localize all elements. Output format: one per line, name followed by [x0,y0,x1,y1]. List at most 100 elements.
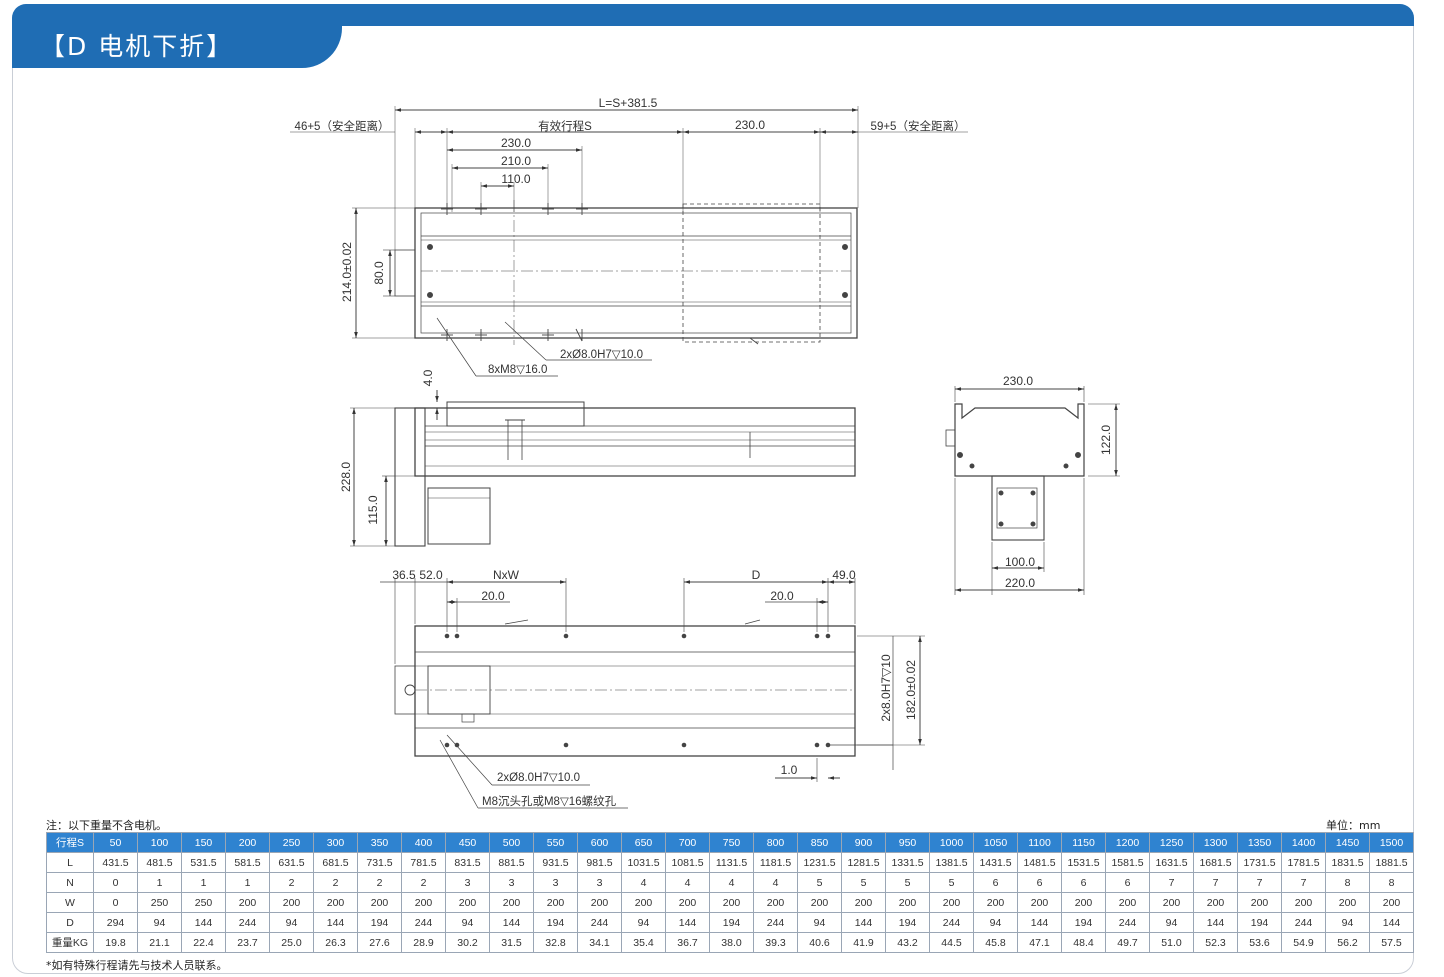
table-cell: 200 [1105,892,1150,913]
page-title: 【D 电机下折】 [40,32,234,61]
table-cell: 28.9 [401,932,446,953]
table-cell: 150 [181,832,226,853]
table-cell: 200 [489,892,534,913]
table-cell: 1381.5 [929,852,974,873]
table-cell: 54.9 [1281,932,1326,953]
table-cell: 881.5 [489,852,534,873]
dim-total-length: L=S+381.5 [599,96,658,110]
table-cell: 194 [709,912,754,933]
table-cell: 144 [489,912,534,933]
table-cell: 200 [1017,892,1062,913]
table-cell: 200 [621,892,666,913]
dim-height-80: 80.0 [372,261,386,285]
table-cell: 38.0 [709,932,754,953]
dim-182: 182.0±0.02 [904,660,918,720]
table-cell: 6 [1105,872,1150,893]
table-cell: 831.5 [445,852,490,873]
row-label: L [46,852,94,873]
table-cell: 94 [269,912,314,933]
table-cell: 21.1 [137,932,182,953]
dim-228: 228.0 [339,462,353,492]
table-cell: 1350 [1237,832,1282,853]
table-cell: 1481.5 [1017,852,1062,873]
table-cell: 56.2 [1325,932,1370,953]
table-cell: 3 [489,872,534,893]
table-cell: 50 [93,832,138,853]
table-cell: 22.4 [181,932,226,953]
table-cell: 1731.5 [1237,852,1282,873]
table-cell: 4 [621,872,666,893]
table-cell: 44.5 [929,932,974,953]
dim-pin-vertical: 2x8.0H7▽10 [879,654,893,722]
row-label: W [46,892,94,913]
table-cell: 100 [137,832,182,853]
bottom-pin-holes: 2xØ8.0H7▽10.0 [497,772,580,784]
table-cell: 750 [709,832,754,853]
unit-note: 单位：mm [1326,819,1381,832]
table-cell: 244 [577,912,622,933]
table-cell: 43.2 [885,932,930,953]
table-cell: 4 [709,872,754,893]
table-cell: 1 [137,872,182,893]
bottom-view [380,578,925,809]
row-label: 行程S [46,832,94,853]
table-cell: 244 [1105,912,1150,933]
table-cell: 52.3 [1193,932,1238,953]
row-label: 重量KG [46,932,94,953]
table-cell: 681.5 [313,852,358,873]
weight-note: 注：以下重量不含电机。 [46,819,167,832]
table-cell: 1250 [1149,832,1194,853]
table-cell: 5 [929,872,974,893]
table-cell: 8 [1369,872,1414,893]
table-cell: 1281.5 [841,852,886,873]
table-cell: 200 [1061,892,1106,913]
table-cell: 1831.5 [1325,852,1370,873]
table-cell: 1450 [1325,832,1370,853]
table-cell: 600 [577,832,622,853]
top-view-labels: L=S+381.5 46+5（安全距离） 有效行程S 230.0 59+5（安全… [295,96,966,376]
table-cell: 194 [1237,912,1282,933]
table-cell: 35.4 [621,932,666,953]
table-cell: 200 [533,892,578,913]
table-cell: 94 [973,912,1018,933]
table-cell: 500 [489,832,534,853]
table-cell: 250 [137,892,182,913]
dim-110: 110.0 [501,172,530,186]
table-cell: 200 [313,892,358,913]
table-cell: 244 [225,912,270,933]
table-cell: 200 [1369,892,1414,913]
table-cell: 1100 [1017,832,1062,853]
table-cell: 300 [313,832,358,853]
table-cell: 1400 [1281,832,1326,853]
table-cell: 48.4 [1061,932,1106,953]
table-cell: 51.0 [1149,932,1194,953]
table-cell: 981.5 [577,852,622,873]
row-label: N [46,872,94,893]
m8-holes-label: M8沉头孔或M8▽16螺纹孔 [482,794,617,808]
table-cell: 200 [1193,892,1238,913]
dim-4: 4.0 [421,369,435,386]
table-cell: 350 [357,832,402,853]
table-cell: 1581.5 [1105,852,1150,873]
table-cell: 36.7 [665,932,710,953]
table-cell: 931.5 [533,852,578,873]
thread-holes-label: 8xM8▽16.0 [488,364,547,376]
table-cell: 194 [357,912,402,933]
table-cell: 3 [533,872,578,893]
table-cell: 7 [1193,872,1238,893]
table-cell: 450 [445,832,490,853]
table-cell: 200 [401,892,446,913]
end-view-labels: 230.0 122.0 100.0 220.0 [1003,374,1113,590]
dim-210: 210.0 [501,154,531,168]
table-cell: 5 [841,872,886,893]
table-cell: 31.5 [489,932,534,953]
dim-safety-left: 46+5（安全距离） [295,119,390,133]
table-cell: 6 [973,872,1018,893]
table-cell: 144 [1017,912,1062,933]
header-bar [12,4,1414,26]
table-cell: 244 [1281,912,1326,933]
table-cell: 431.5 [93,852,138,873]
